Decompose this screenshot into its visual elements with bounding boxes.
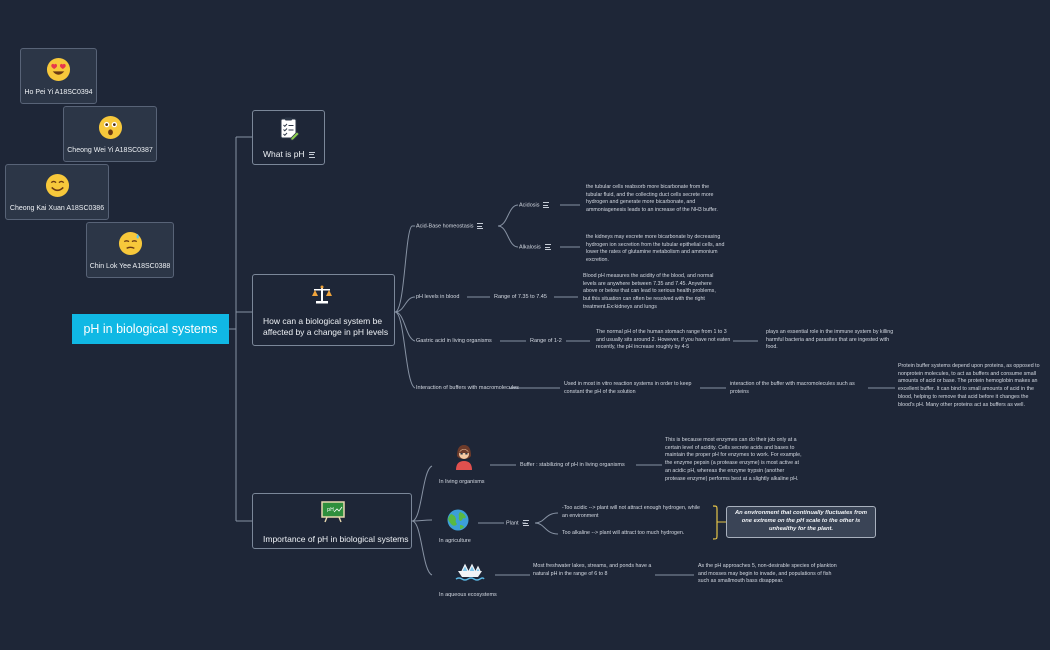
living-text: This is because most enzymes can do thei… [665, 437, 802, 482]
ph-blood-node[interactable]: pH levels in blood [416, 294, 460, 300]
member-card[interactable]: Cheong Wei Yi A18SC0387 [63, 106, 157, 162]
buffers-node[interactable]: Interaction of buffers with macromolecul… [416, 385, 519, 391]
member-name: Chin Lok Yee A18SC0388 [89, 263, 171, 270]
member-card[interactable]: Ho Pei Yi A18SC0394 [20, 48, 97, 104]
acid-base-node[interactable]: Acid-Base homeostasis [416, 223, 484, 229]
member-name: Cheong Wei Yi A18SC0387 [67, 147, 153, 154]
living-node[interactable]: In living organisms [439, 479, 485, 485]
heart-eyes-emoji-icon [46, 57, 71, 82]
notes-icon [477, 223, 484, 229]
boat-icon [455, 563, 485, 581]
member-card[interactable]: Chin Lok Yee A18SC0388 [86, 222, 174, 278]
buffers-text-2: interaction of the buffer with macromole… [730, 381, 855, 395]
balance-scale-icon [312, 285, 332, 304]
aqueous-node[interactable]: In aqueous ecosystems [439, 592, 497, 598]
root-topic[interactable]: pH in biological systems [72, 314, 229, 344]
plant-node[interactable]: Plant [506, 520, 529, 526]
globe-icon [447, 509, 469, 531]
callout-note: An environment that continually fluctuat… [726, 506, 876, 538]
notes-icon [543, 202, 550, 208]
alkalosis-text: the kidneys may excrete more bicarbonate… [586, 234, 725, 264]
acidic-text: -Too acidic --> plant will not attract e… [562, 505, 700, 519]
member-name: Cheong Kai Xuan A18SC0386 [9, 205, 105, 212]
range-blood-node[interactable]: Range of 7.35 to 7.45 [494, 294, 547, 300]
person-icon [456, 445, 472, 470]
notes-icon [544, 244, 551, 250]
notes-icon [308, 151, 315, 158]
blood-text: Blood pH measures the acidity of the blo… [583, 273, 716, 310]
buffers-text: Used in most in vitro reaction systems i… [564, 381, 692, 395]
gastric-node[interactable]: Gastric acid in living organisms [416, 338, 492, 344]
presentation-board-icon: pH [321, 501, 345, 523]
sweat-emoji-icon [118, 231, 142, 256]
buffers-text-3: Protein buffer systems depend upon prote… [898, 363, 1040, 408]
topic-importance[interactable]: pH Importance of pH in biological system… [252, 493, 412, 549]
svg-text:pH: pH [327, 507, 334, 513]
alkaline-text: Too alkaline --> plant will attract too … [562, 530, 685, 536]
astonished-emoji-icon [98, 115, 122, 140]
topic-what-is-ph[interactable]: What is pH [252, 110, 325, 165]
agriculture-node[interactable]: In agriculture [439, 538, 471, 544]
buffer-stabilizing-node[interactable]: Buffer : stabilizing of pH in living org… [520, 462, 625, 468]
notes-icon [522, 520, 529, 526]
topic-label: What is pH [263, 149, 315, 159]
gastric-text: The normal pH of the human stomach range… [596, 329, 731, 351]
member-name: Ho Pei Yi A18SC0394 [24, 89, 93, 96]
alkalosis-node[interactable]: Alkalosis [519, 244, 551, 250]
topic-label: Importance of pH in biological systems [263, 534, 409, 544]
topic-label: How can a biological system be affected … [263, 316, 389, 337]
acidosis-node[interactable]: Acidosis [519, 202, 550, 208]
range-gastric-node[interactable]: Range of 1-2 [530, 338, 562, 344]
acidosis-text: the tubular cells reabsorb more bicarbon… [586, 184, 718, 214]
aqueous-text-2: As the pH approaches 5, non-desirable sp… [698, 563, 837, 585]
aqueous-text: Most freshwater lakes, streams, and pond… [533, 563, 652, 577]
smiling-emoji-icon [45, 173, 69, 198]
member-card[interactable]: Cheong Kai Xuan A18SC0386 [5, 164, 109, 220]
gastric-text-2: plays an essential role in the immune sy… [766, 329, 894, 351]
topic-biological-change[interactable]: How can a biological system be affected … [252, 274, 395, 346]
checklist-icon [280, 117, 300, 141]
